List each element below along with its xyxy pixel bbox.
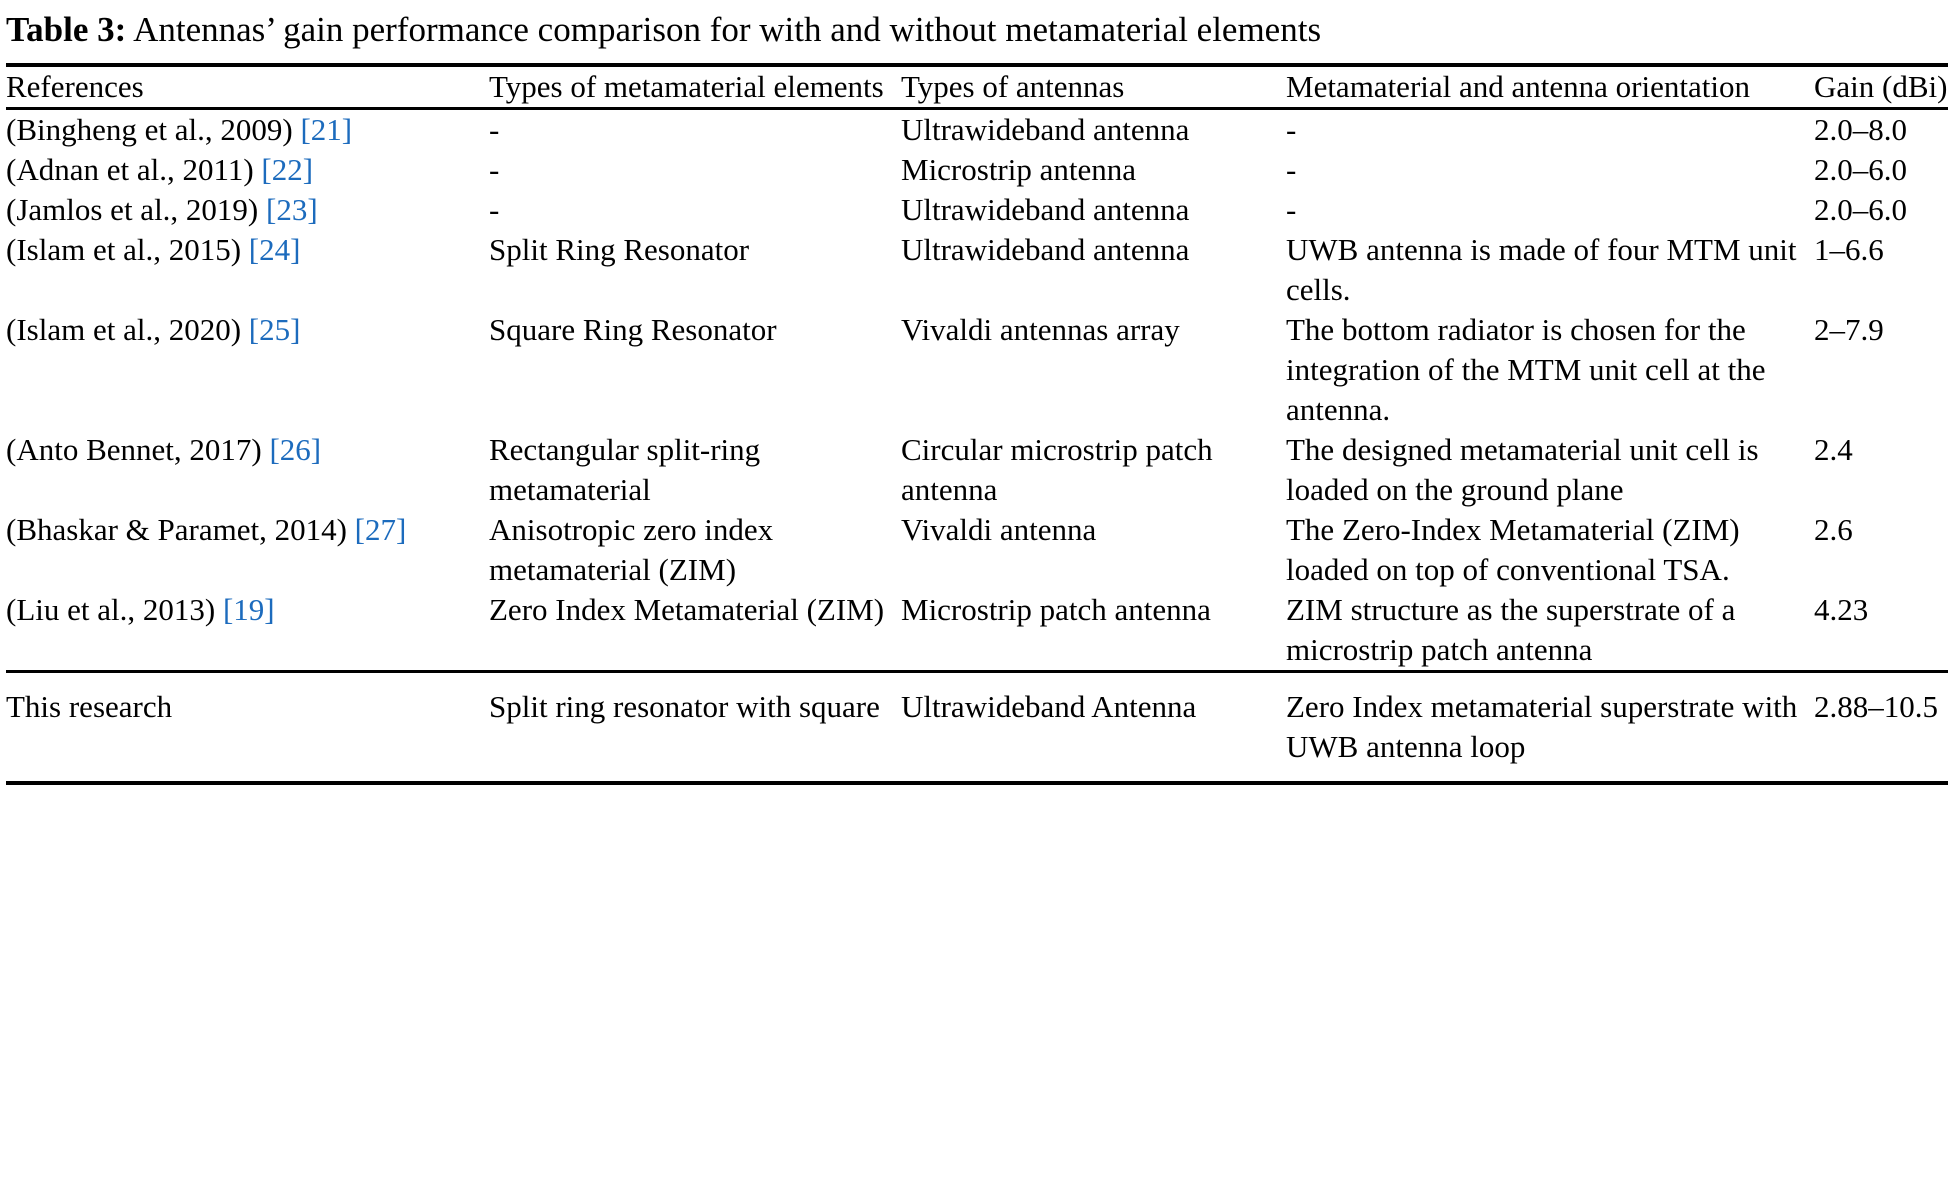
cell-antenna-types: Ultrawideband antenna (901, 232, 1190, 267)
citation-link[interactable]: [25] (248, 312, 301, 347)
cell-reference: (Anto Bennet, 2017) [26] (6, 430, 489, 510)
cell-mtm-types: Rectangular split-ring metamaterial (489, 432, 761, 507)
cell-antenna-types: Circular microstrip patch antenna (901, 432, 1213, 507)
table-row: (Bhaskar & Paramet, 2014) [27]Anisotropi… (6, 510, 1948, 590)
column-header-orientation: Metamaterial and antenna orientation (1286, 69, 1750, 104)
cell-orientation: - (1286, 192, 1297, 227)
caption-text: Antennas’ gain performance comparison fo… (133, 10, 1322, 49)
citation-link[interactable]: [19] (222, 592, 275, 627)
cell-gain: 2.6 (1814, 512, 1853, 547)
cell-reference: (Liu et al., 2013) [19] (6, 590, 489, 670)
cell-reference: (Islam et al., 2015) [24] (6, 230, 489, 310)
table-row: (Jamlos et al., 2019) [23]-Ultrawideband… (6, 190, 1948, 230)
reference-text: (Islam et al., 2015) (6, 232, 242, 267)
table-header: References Types of metamaterial element… (6, 67, 1948, 107)
cell-antenna-types: Vivaldi antenna (901, 512, 1097, 547)
table-body: (Bingheng et al., 2009) [21]-Ultrawideba… (6, 110, 1948, 670)
cell-antenna-types: Ultrawideband antenna (901, 112, 1190, 147)
cell-antenna-types: Vivaldi antennas array (901, 312, 1180, 347)
cell-reference: (Islam et al., 2020) [25] (6, 310, 489, 430)
header-separator-rule (6, 107, 1948, 110)
cell-antenna-types: Microstrip antenna (901, 152, 1137, 187)
header-row: References Types of metamaterial element… (6, 67, 1948, 107)
reference-text: (Anto Bennet, 2017) (6, 432, 262, 467)
cell-mtm-types: Square Ring Resonator (489, 312, 777, 347)
cell-mtm-types: - (489, 112, 500, 147)
column-header-gain: Gain (dBi) (1814, 69, 1948, 104)
cell-reference: (Bhaskar & Paramet, 2014) [27] (6, 510, 489, 590)
table-container: Table 3: Antennas’ gain performance comp… (6, 0, 1948, 785)
table-caption: Table 3: Antennas’ gain performance comp… (6, 0, 1948, 63)
cell-orientation: The bottom radiator is chosen for the in… (1286, 312, 1766, 427)
reference-text: This research (6, 689, 173, 724)
comparison-table: References Types of metamaterial element… (6, 67, 1948, 107)
cell-mtm-types: Split ring resonator with square (489, 689, 880, 724)
table-row: This research Split ring resonator with s… (6, 673, 1948, 781)
table-row: (Bingheng et al., 2009) [21]-Ultrawideba… (6, 110, 1948, 150)
cell-orientation: - (1286, 152, 1297, 187)
cell-antenna-types: Ultrawideband Antenna (901, 689, 1197, 724)
cell-mtm-types: Anisotropic zero index metamaterial (ZIM… (489, 512, 774, 587)
cell-gain: 2.88–10.5 (1814, 689, 1938, 724)
cell-gain: 2.0–8.0 (1814, 112, 1907, 147)
cell-mtm-types: - (489, 152, 500, 187)
cell-mtm-types: Split Ring Resonator (489, 232, 750, 267)
citation-link[interactable]: [21] (300, 112, 353, 147)
cell-orientation: ZIM structure as the superstrate of a mi… (1286, 592, 1736, 667)
cell-reference: (Adnan et al., 2011) [22] (6, 150, 489, 190)
cell-orientation: UWB antenna is made of four MTM unit cel… (1286, 232, 1797, 307)
cell-gain: 2.4 (1814, 432, 1853, 467)
table-final-body: This research Split ring resonator with s… (6, 673, 1948, 781)
citation-link[interactable]: [27] (354, 512, 407, 547)
cell-gain: 1–6.6 (1814, 232, 1884, 267)
cell-reference: (Bingheng et al., 2009) [21] (6, 110, 489, 150)
table-row: (Islam et al., 2015) [24]Split Ring Reso… (6, 230, 1948, 310)
comparison-table-final: This research Split ring resonator with s… (6, 673, 1948, 781)
table-top-rule (6, 63, 1948, 67)
cell-antenna-types: Microstrip patch antenna (901, 592, 1211, 627)
citation-link[interactable]: [24] (248, 232, 301, 267)
table-row: (Adnan et al., 2011) [22]-Microstrip ant… (6, 150, 1948, 190)
cell-gain: 2.0–6.0 (1814, 192, 1907, 227)
reference-text: (Bingheng et al., 2009) (6, 112, 293, 147)
cell-antenna-types: Ultrawideband antenna (901, 192, 1190, 227)
cell-mtm-types: Zero Index Metamaterial (ZIM) (489, 592, 885, 627)
table-row: (Islam et al., 2020) [25]Square Ring Res… (6, 310, 1948, 430)
caption-label: Table 3: (6, 10, 127, 49)
reference-text: (Bhaskar & Paramet, 2014) (6, 512, 347, 547)
citation-link[interactable]: [23] (266, 192, 318, 227)
reference-text: (Adnan et al., 2011) (6, 152, 254, 187)
reference-text: (Jamlos et al., 2019) (6, 192, 259, 227)
table-bottom-rule (6, 781, 1948, 785)
citation-link[interactable]: [22] (261, 152, 314, 187)
cell-gain: 2.0–6.0 (1814, 152, 1907, 187)
reference-text: (Islam et al., 2020) (6, 312, 242, 347)
cell-orientation: - (1286, 112, 1297, 147)
cell-orientation: Zero Index metamaterial superstrate with… (1286, 689, 1798, 764)
reference-text: (Liu et al., 2013) (6, 592, 216, 627)
citation-link[interactable]: [26] (269, 432, 322, 467)
column-header-antenna-types: Types of antennas (901, 69, 1125, 104)
cell-reference: This research (6, 673, 489, 781)
column-header-references: References (6, 69, 144, 104)
table-row: (Anto Bennet, 2017) [26]Rectangular spli… (6, 430, 1948, 510)
final-row-separator-rule (6, 670, 1948, 673)
comparison-table-body: (Bingheng et al., 2009) [21]-Ultrawideba… (6, 110, 1948, 670)
table-row: (Liu et al., 2013) [19]Zero Index Metama… (6, 590, 1948, 670)
cell-gain: 4.23 (1814, 592, 1869, 627)
cell-mtm-types: - (489, 192, 500, 227)
column-header-mtm-types: Types of metamaterial elements (489, 69, 884, 104)
cell-reference: (Jamlos et al., 2019) [23] (6, 190, 489, 230)
cell-gain: 2–7.9 (1814, 312, 1884, 347)
cell-orientation: The Zero-Index Metamaterial (ZIM) loaded… (1286, 512, 1740, 587)
cell-orientation: The designed metamaterial unit cell is l… (1286, 432, 1759, 507)
